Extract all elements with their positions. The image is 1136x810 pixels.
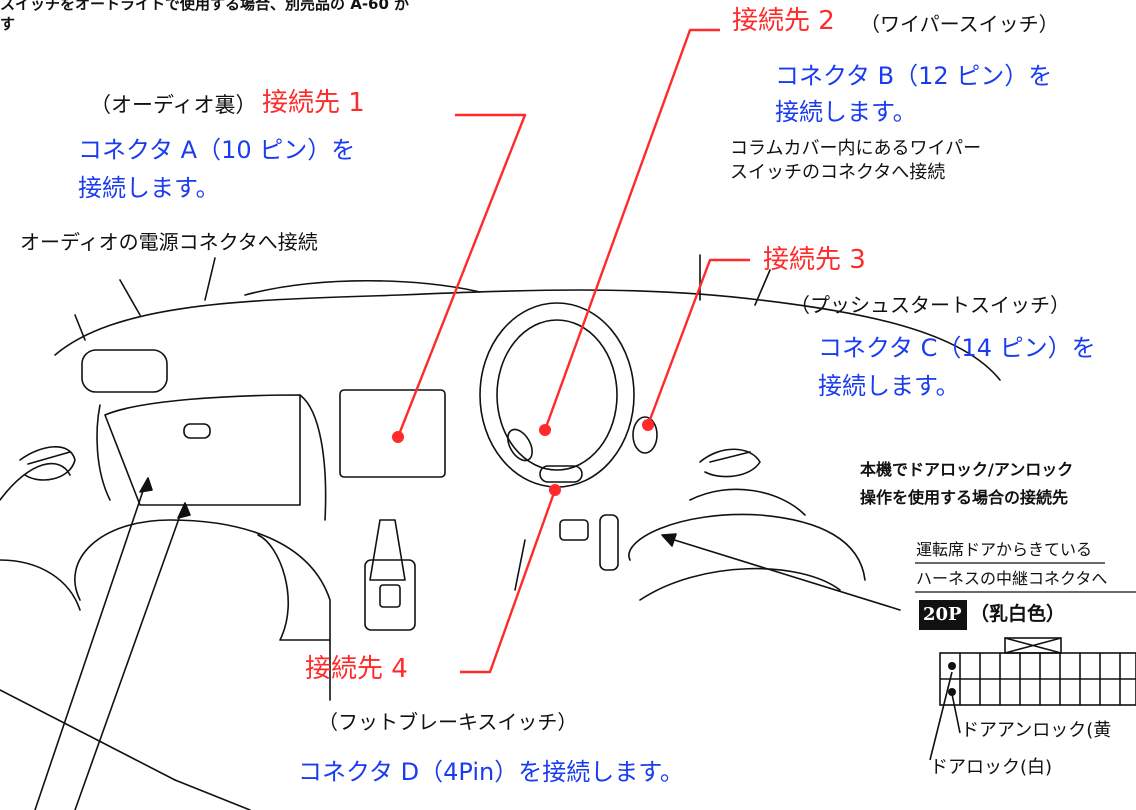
connection-point-2 bbox=[539, 424, 551, 436]
connection-3-label: 接続先 3 bbox=[763, 245, 866, 275]
connection-3-connector: コネクタ C（14 ピン）を bbox=[818, 334, 1096, 362]
leader-line-1 bbox=[396, 113, 527, 438]
connection-4-label: 接続先 4 bbox=[305, 654, 408, 684]
connection-4-note: （フットブレーキスイッチ） bbox=[318, 710, 578, 734]
pin-badge-background bbox=[919, 600, 967, 630]
dashboard-top-outline bbox=[54, 289, 1001, 381]
door-lock-label: ドアロック(白) bbox=[930, 757, 1053, 778]
connection-point-3 bbox=[642, 419, 654, 431]
connection-1-action: 接続します。 bbox=[78, 174, 220, 202]
connection-point-1 bbox=[392, 431, 404, 443]
connection-point-4 bbox=[549, 484, 561, 496]
right-seat bbox=[639, 567, 841, 601]
glovebox-vent bbox=[81, 349, 168, 393]
connection-1-note: （オーディオ裏） bbox=[90, 93, 257, 117]
harness-line-2: ハーネスの中継コネクタへ bbox=[916, 569, 1108, 588]
connector-20p-diagram bbox=[929, 637, 1136, 761]
connection-2-action: 接続します。 bbox=[775, 98, 917, 126]
brake-pedal bbox=[559, 519, 589, 541]
leader-line-4 bbox=[460, 489, 557, 674]
leader-line-2 bbox=[543, 28, 720, 431]
connection-1-desc: オーディオの電源コネクタへ接続 bbox=[20, 230, 318, 254]
connection-2-note: （ワイパースイッチ） bbox=[860, 12, 1059, 36]
connection-2-desc-1: コラムカバー内にあるワイパー bbox=[730, 138, 982, 159]
connector-color-label: （乳白色） bbox=[970, 603, 1066, 625]
connection-1-label: 接続先 1 bbox=[262, 88, 365, 118]
header-line-1: スイッチをオートライトで使用する場合、別売品の A-60 が bbox=[0, 0, 410, 13]
glovebox bbox=[104, 394, 301, 506]
connection-2-label: 接続先 2 bbox=[732, 6, 835, 36]
connection-4-connector: コネクタ D（4Pin）を接続します。 bbox=[298, 758, 684, 786]
gear-shift bbox=[369, 519, 406, 581]
door-lock-title-1: 本機でドアロック/アンロック bbox=[860, 460, 1074, 479]
leader-line-3 bbox=[646, 258, 750, 426]
header-line-2: す bbox=[0, 15, 16, 33]
pin-badge: 20P bbox=[923, 604, 962, 625]
connection-2-desc-2: スイッチのコネクタへ接続 bbox=[730, 162, 946, 183]
connection-2-connector: コネクタ B（12 ピン）を bbox=[775, 62, 1053, 90]
connection-1-connector: コネクタ A（10 ピン）を bbox=[78, 136, 356, 164]
connection-3-action: 接続します。 bbox=[818, 372, 960, 400]
connection-3-note: （プッシュスタートスイッチ） bbox=[790, 293, 1070, 317]
door-lock-title-2: 操作を使用する場合の接続先 bbox=[860, 488, 1069, 507]
left-seat bbox=[74, 519, 331, 701]
audio-panel bbox=[339, 389, 446, 478]
harness-line-1: 運転席ドアからきている bbox=[916, 540, 1093, 559]
door-unlock-label: ドアアンロック(黄 bbox=[961, 720, 1112, 741]
